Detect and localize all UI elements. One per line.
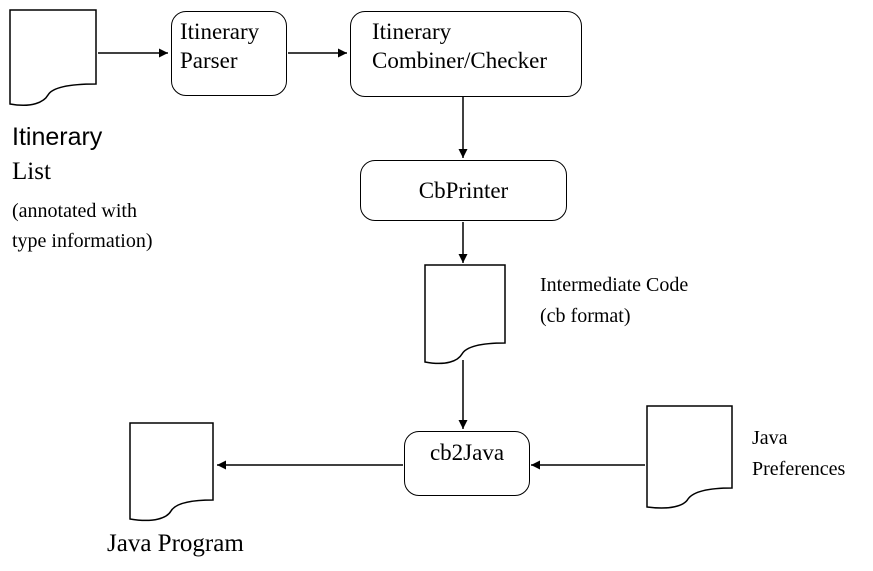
combiner-checker-line1: Itinerary — [372, 19, 452, 44]
java-preferences-label-line1: Java — [752, 427, 788, 449]
java-program-label: Java Program — [107, 530, 244, 557]
cb2java-label: cb2Java — [429, 440, 505, 465]
intermediate-code-label-line2: (cb format) — [540, 305, 631, 327]
intermediate-code-label-line1: Intermediate Code — [540, 274, 689, 296]
itinerary-list-note-line1: (annotated with — [12, 200, 137, 222]
intermediate-code-doc-icon — [424, 264, 506, 365]
cbprinter-box: CbPrinter — [360, 160, 567, 221]
combiner-checker-line2: Combiner/Checker — [372, 48, 548, 73]
itinerary-list-note-line2: type information) — [12, 230, 153, 252]
cbprinter-label: CbPrinter — [418, 178, 509, 203]
cb2java-box: cb2Java — [404, 431, 530, 496]
itinerary-combiner-checker-box: Itinerary Combiner/Checker — [350, 11, 582, 97]
itinerary-list-doc-icon — [9, 9, 97, 107]
itinerary-parser-line2: Parser — [180, 48, 238, 73]
itinerary-list-subtitle: List — [12, 158, 51, 185]
java-preferences-doc-icon — [646, 405, 733, 509]
java-program-doc-icon — [129, 422, 214, 522]
itinerary-parser-line1: Itinerary — [180, 19, 260, 44]
java-preferences-label-line2: Preferences — [752, 458, 846, 480]
itinerary-list-title: Itinerary — [12, 123, 103, 151]
itinerary-parser-box: Itinerary Parser — [171, 11, 287, 96]
